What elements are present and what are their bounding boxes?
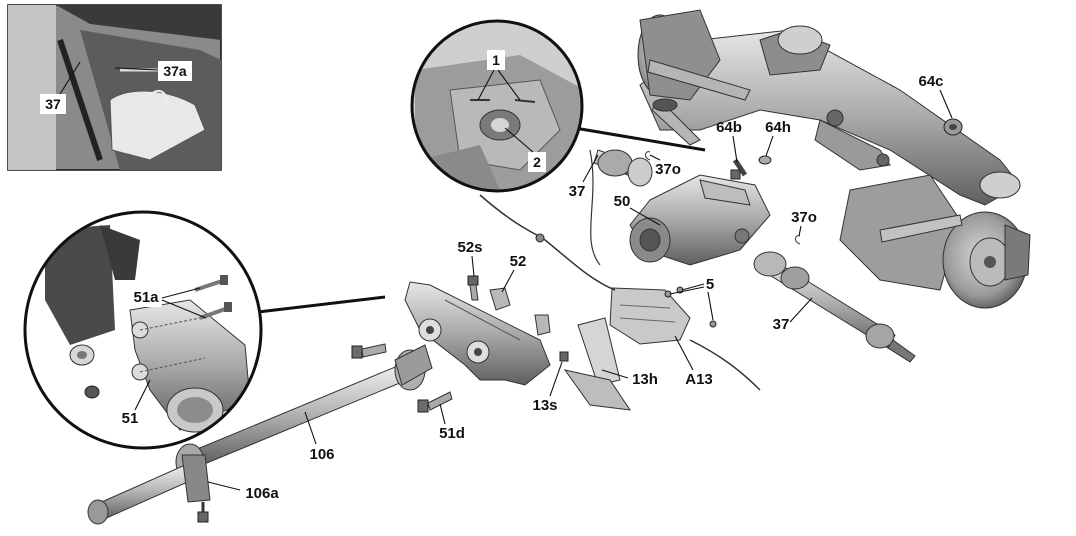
screw-13s <box>559 351 569 362</box>
callout-51d: 51d <box>439 403 465 442</box>
svg-text:37a: 37a <box>163 63 187 79</box>
detail-circle-left: 51a 51 <box>23 210 386 450</box>
rear-knuckle-left <box>637 9 751 146</box>
callout-106: 106 <box>304 411 335 463</box>
callout-13s: 13s <box>532 361 563 414</box>
callout-64b: 64b <box>716 119 742 163</box>
svg-text:51d: 51d <box>439 425 465 442</box>
callout-64h: 64h <box>765 119 791 157</box>
inset-label-37: 37 <box>40 61 81 114</box>
nut-64c <box>943 118 963 136</box>
svg-text:37o: 37o <box>791 209 817 226</box>
detail-upper-label-2: 2 <box>504 127 546 172</box>
bracket-13h <box>563 317 632 411</box>
callout-37-lower: 37 <box>773 297 813 333</box>
detail-circle-upper: 1 2 <box>410 19 706 193</box>
axle-shaft-upper <box>593 149 653 187</box>
washer-64h <box>758 155 772 165</box>
detail-left-label-51a: 51a <box>130 287 207 319</box>
svg-text:106: 106 <box>309 446 334 463</box>
svg-text:64h: 64h <box>765 119 791 136</box>
inset-label-37a: 37a <box>114 61 192 81</box>
svg-text:37: 37 <box>569 183 586 200</box>
svg-text:64c: 64c <box>918 73 943 90</box>
bolt-51d-upper <box>351 343 387 359</box>
callout-37o-left: 37o <box>649 154 681 178</box>
svg-text:50: 50 <box>614 193 631 210</box>
center-bearing-106a <box>181 454 211 523</box>
callout-A13: A13 <box>674 335 713 388</box>
svg-text:37o: 37o <box>655 161 681 178</box>
callout-52: 52 <box>501 253 527 293</box>
svg-text:51: 51 <box>122 410 139 427</box>
callout-64c: 64c <box>918 73 953 119</box>
callout-13h: 13h <box>601 369 658 388</box>
svg-text:52s: 52s <box>457 239 482 256</box>
callout-50: 50 <box>614 193 661 226</box>
differential-mount-crossmember <box>404 281 551 386</box>
svg-text:13h: 13h <box>632 371 658 388</box>
callout-37o-right: 37o <box>791 209 817 237</box>
axle-shaft-lower <box>753 251 916 363</box>
inset-photo: 37a 37 <box>7 4 222 171</box>
callout-37-upper: 37 <box>569 154 599 200</box>
control-unit-A13 <box>609 287 691 345</box>
svg-text:A13: A13 <box>685 371 713 388</box>
svg-text:64b: 64b <box>716 119 742 136</box>
callout-52s: 52s <box>457 239 483 277</box>
bolt-51d-lower <box>417 391 453 413</box>
rear-wheel-hub-right <box>839 174 1031 309</box>
bolt-64b <box>730 158 748 180</box>
svg-text:5: 5 <box>706 276 714 293</box>
bracket-52 <box>489 287 551 336</box>
svg-text:106a: 106a <box>245 485 279 502</box>
svg-text:51a: 51a <box>133 289 159 306</box>
svg-text:1: 1 <box>492 52 500 68</box>
svg-text:52: 52 <box>510 253 527 270</box>
svg-text:2: 2 <box>533 154 541 170</box>
rear-subframe <box>639 25 1021 206</box>
svg-text:37: 37 <box>773 316 790 333</box>
bolt-52s <box>467 275 479 301</box>
callout-106a: 106a <box>207 481 279 502</box>
detail-upper-label-1: 1 <box>477 50 521 101</box>
rear-differential <box>629 174 771 266</box>
detail-left-label-51: 51 <box>122 379 151 427</box>
callout-5: 5 <box>669 276 714 321</box>
svg-text:37: 37 <box>45 96 61 112</box>
svg-text:13s: 13s <box>532 397 557 414</box>
